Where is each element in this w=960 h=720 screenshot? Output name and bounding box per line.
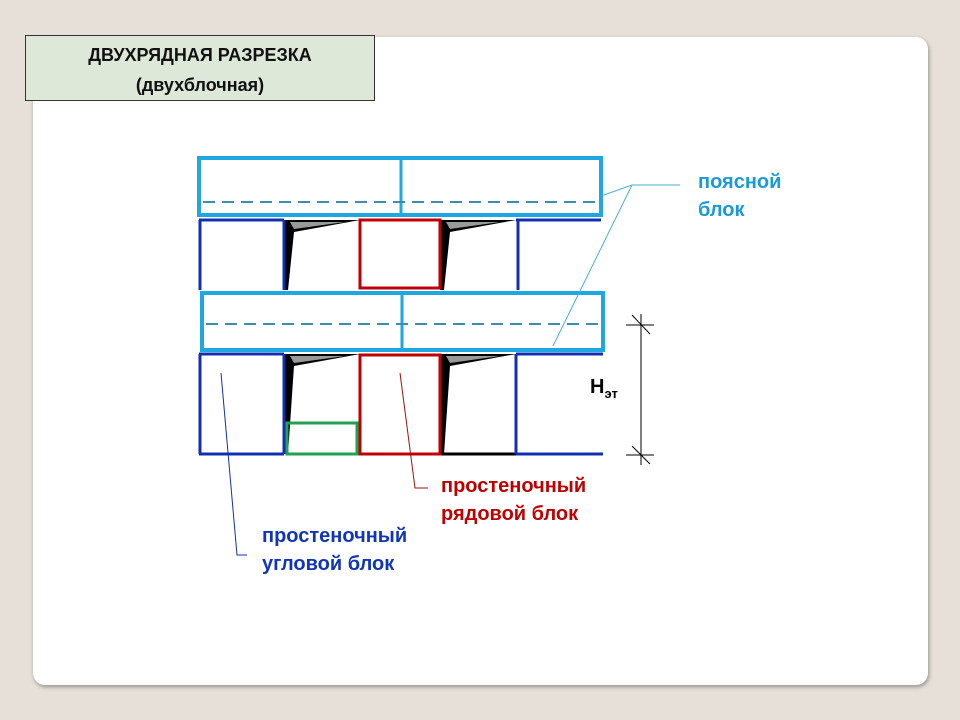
corner-block-label: простеночный угловой блок: [262, 522, 407, 578]
label-line: угловой блок: [262, 553, 395, 575]
label-line: простеночный: [441, 475, 587, 497]
title-line1: ДВУХРЯДНАЯ РАЗРЕЗКА: [88, 45, 312, 65]
belt-blocks: [197, 156, 605, 352]
wedge-fill: [446, 222, 500, 229]
wedge: [440, 354, 516, 454]
row-block: [358, 353, 442, 456]
slide: [33, 37, 928, 685]
wedge-fill: [446, 356, 500, 363]
wedge: [284, 354, 360, 454]
corner-blocks: [198, 218, 603, 456]
label-line: поясной: [698, 171, 782, 193]
floor-height-label: Hэт: [590, 376, 618, 401]
wedge-fill: [290, 356, 345, 363]
belt-leader: [552, 184, 633, 347]
wedge: [284, 220, 360, 290]
row-block: [358, 218, 442, 290]
window-slope-wedges: [284, 220, 516, 456]
label-line: блок: [698, 199, 745, 221]
height-symbol: H: [590, 376, 605, 398]
title-line2: (двухблочная): [135, 75, 265, 95]
label-line: рядовой блок: [441, 503, 579, 525]
row-block-label: простеночный рядовой блок: [441, 472, 586, 528]
corner-leader: [220, 372, 247, 556]
sill-block: [285, 421, 359, 456]
height-dimension: [626, 314, 654, 465]
belt-leader: [600, 184, 680, 197]
height-subscript: эт: [604, 386, 618, 401]
label-line: простеночный: [262, 525, 408, 547]
slide-title: ДВУХРЯДНАЯ РАЗРЕЗКА (двухблочная): [25, 35, 375, 101]
wedge-fill: [290, 222, 345, 229]
belt-block-label: поясной блок: [698, 168, 781, 224]
wedge: [440, 220, 516, 290]
row-leader: [399, 372, 428, 489]
